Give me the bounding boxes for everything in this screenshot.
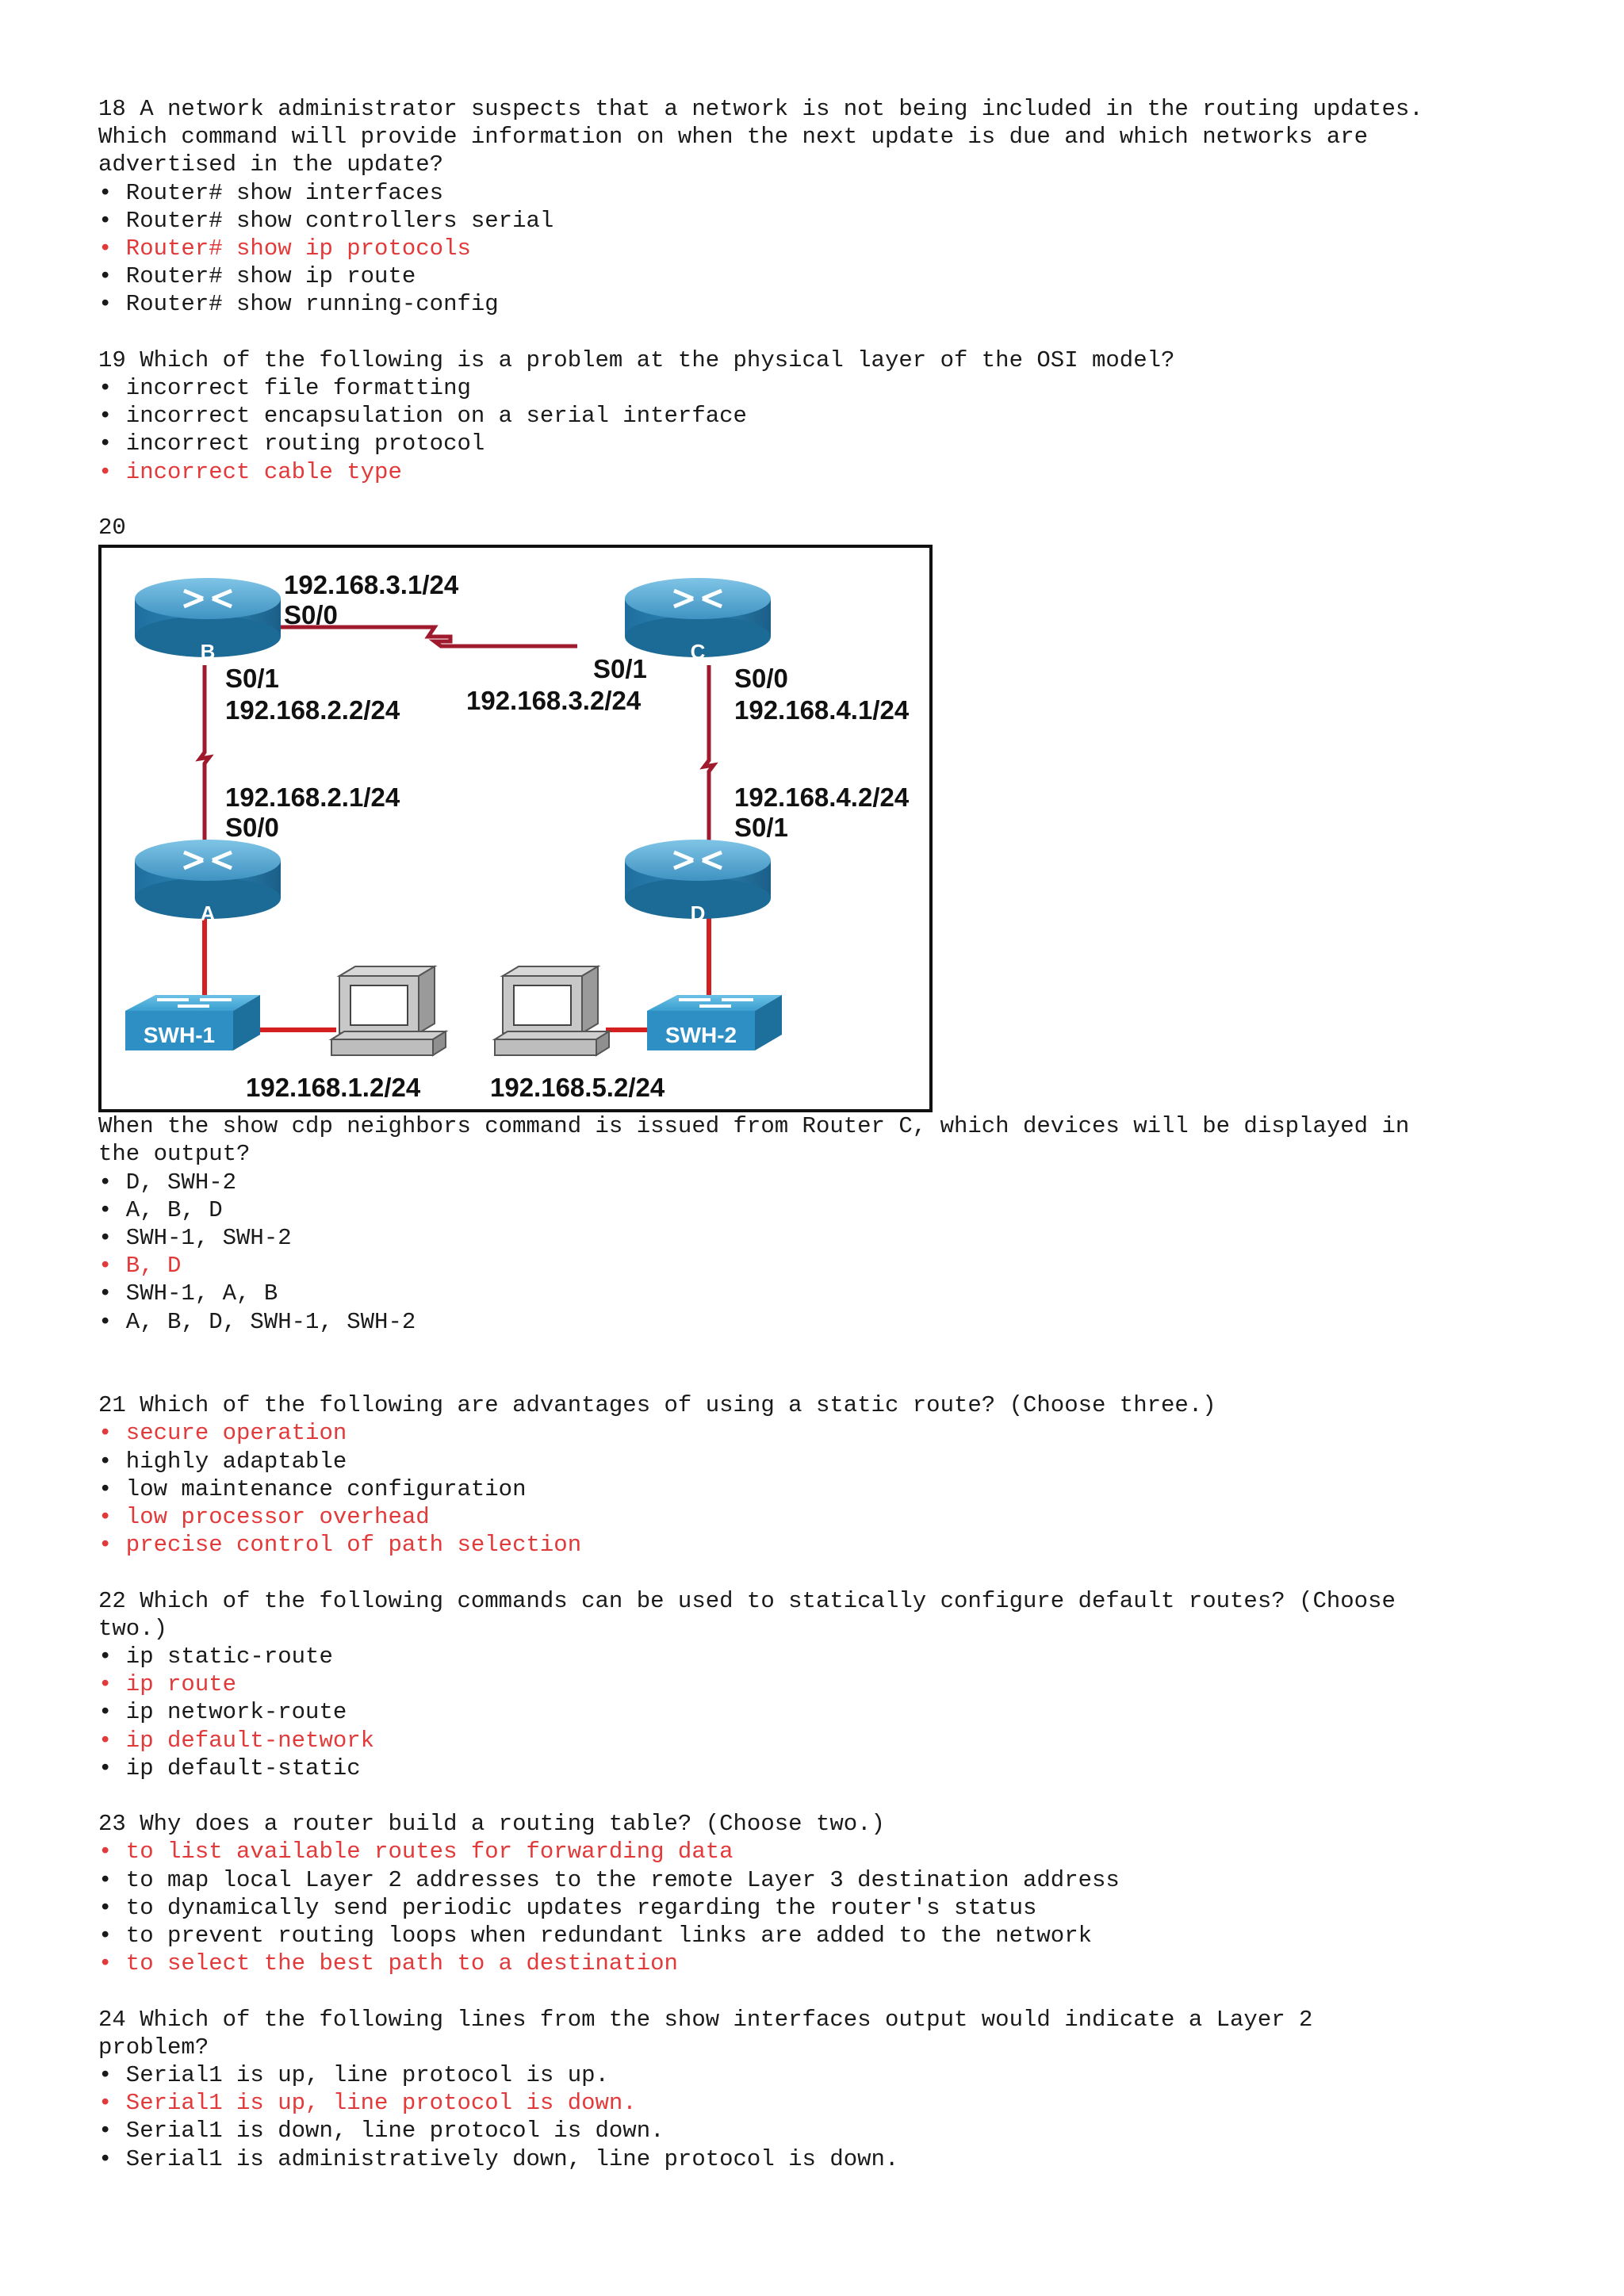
answer-option: • Serial1 is up, line protocol is up. [98,2062,609,2089]
question-text: When the show cdp neighbors command is i… [98,1113,1410,1140]
label-pc2-ip: 192.168.5.2/24 [490,1073,665,1102]
answer-option: • ip default-static [98,1755,361,1781]
correct-answer-option: • precise control of path selection [98,1532,582,1559]
correct-answer-option: • secure operation [98,1420,347,1447]
pc-2-icon [492,965,612,1058]
serial-link-b-c [213,625,577,649]
router-b-label: B [201,640,216,664]
answer-option: • incorrect encapsulation on a serial in… [98,403,747,430]
switch-swh1-icon: SWH-1 [125,995,260,1051]
question-text: problem? [98,2034,209,2061]
serial-link-c-d [699,665,718,848]
answer-option: • highly adaptable [98,1448,347,1475]
answer-option: • incorrect routing protocol [98,430,485,457]
router-a-icon: A [135,840,281,925]
question-text: the output? [98,1141,251,1168]
switch-swh1-label: SWH-1 [144,1023,215,1047]
answer-option: • ip static-route [98,1644,333,1670]
answer-option: • A, B, D, SWH-1, SWH-2 [98,1308,416,1335]
answer-option: • SWH-1, SWH-2 [98,1225,292,1252]
answer-option: • low maintenance configuration [98,1475,527,1502]
answer-option: • to map local Layer 2 addresses to the … [98,1866,1120,1893]
label-c-s01: S0/1 [593,654,647,683]
answer-option: • incorrect file formatting [98,375,471,402]
answer-option: • A, B, D [98,1196,223,1223]
answer-option: • to dynamically send periodic updates r… [98,1894,1037,1921]
question-text: advertised in the update? [98,151,444,178]
correct-answer-option: • Serial1 is up, line protocol is down. [98,2090,637,2117]
question-18: 18 A network administrator suspects that… [98,95,1589,319]
question-24: 24 Which of the following lines from the… [98,2006,1589,2173]
question-text: two.) [98,1615,168,1642]
answer-option: • Router# show running-config [98,291,499,318]
answer-option: • Router# show ip route [98,263,416,290]
answer-option: • ip network-route [98,1699,347,1726]
network-topology-diagram: B C A [98,545,933,1113]
router-d-icon: D [625,840,771,925]
label-b-s01-ip: 192.168.2.2/24 [225,695,400,725]
router-a-label: A [201,901,216,925]
router-b-icon: B [135,578,281,664]
label-c-s00: S0/0 [734,664,788,693]
question-text: 19 Which of the following is a problem a… [98,346,1175,373]
label-a-s00: S0/0 [225,813,279,842]
label-b-s01: S0/1 [225,664,279,693]
correct-answer-option: • to list available routes for forwardin… [98,1839,733,1866]
correct-answer-option: • ip route [98,1671,237,1698]
correct-answer-option: • Router# show ip protocols [98,235,471,262]
switch-swh2-icon: SWH-2 [647,995,782,1051]
correct-answer-option: • B, D [98,1253,182,1280]
answer-option: • Serial1 is down, line protocol is down… [98,2118,665,2145]
answer-option: • Router# show controllers serial [98,207,554,234]
answer-option: • to prevent routing loops when redundan… [98,1923,1093,1950]
question-22: 22 Which of the following commands can b… [98,1587,1589,1782]
serial-link-b-a [195,665,214,848]
switch-swh2-label: SWH-2 [665,1023,737,1047]
question-23: 23 Why does a router build a routing tab… [98,1810,1589,1977]
answer-option: • Serial1 is administratively down, line… [98,2145,899,2172]
question-text: 21 Which of the following are advantages… [98,1392,1216,1419]
question-text: 18 A network administrator suspects that… [98,96,1423,122]
correct-answer-option: • low processor overhead [98,1504,430,1531]
label-c-s01-ip: 192.168.3.2/24 [466,686,642,715]
answer-option: • SWH-1, A, B [98,1280,278,1307]
correct-answer-option: • ip default-network [98,1727,375,1754]
label-b-s00: S0/0 [284,600,338,629]
question-text: 23 Why does a router build a routing tab… [98,1811,885,1838]
answer-option: • Router# show interfaces [98,179,444,206]
question-text: Which command will provide information o… [98,124,1369,151]
question-text: 22 Which of the following commands can b… [98,1587,1396,1614]
question-number: 20 [98,515,126,541]
label-a-s00-ip: 192.168.2.1/24 [225,783,400,812]
router-c-label: C [691,640,706,664]
label-c-s00-ip: 192.168.4.1/24 [734,695,910,725]
pc-1-icon [328,965,449,1058]
question-text: 24 Which of the following lines from the… [98,2006,1313,2033]
label-d-s01-ip: 192.168.4.2/24 [734,783,910,812]
answer-option: • D, SWH-2 [98,1169,237,1196]
question-20: 20 [98,514,1589,1336]
question-19: 19 Which of the following is a problem a… [98,346,1589,486]
label-pc1-ip: 192.168.1.2/24 [246,1073,421,1102]
quiz-document: 18 A network administrator suspects that… [98,95,1589,2173]
correct-answer-option: • incorrect cable type [98,458,402,485]
router-c-icon: C [625,578,771,664]
label-b-s00-ip: 192.168.3.1/24 [284,570,459,599]
label-d-s01: S0/1 [734,813,788,842]
question-21: 21 Which of the following are advantages… [98,1391,1589,1559]
correct-answer-option: • to select the best path to a destinati… [98,1950,678,1977]
router-d-label: D [691,901,706,925]
